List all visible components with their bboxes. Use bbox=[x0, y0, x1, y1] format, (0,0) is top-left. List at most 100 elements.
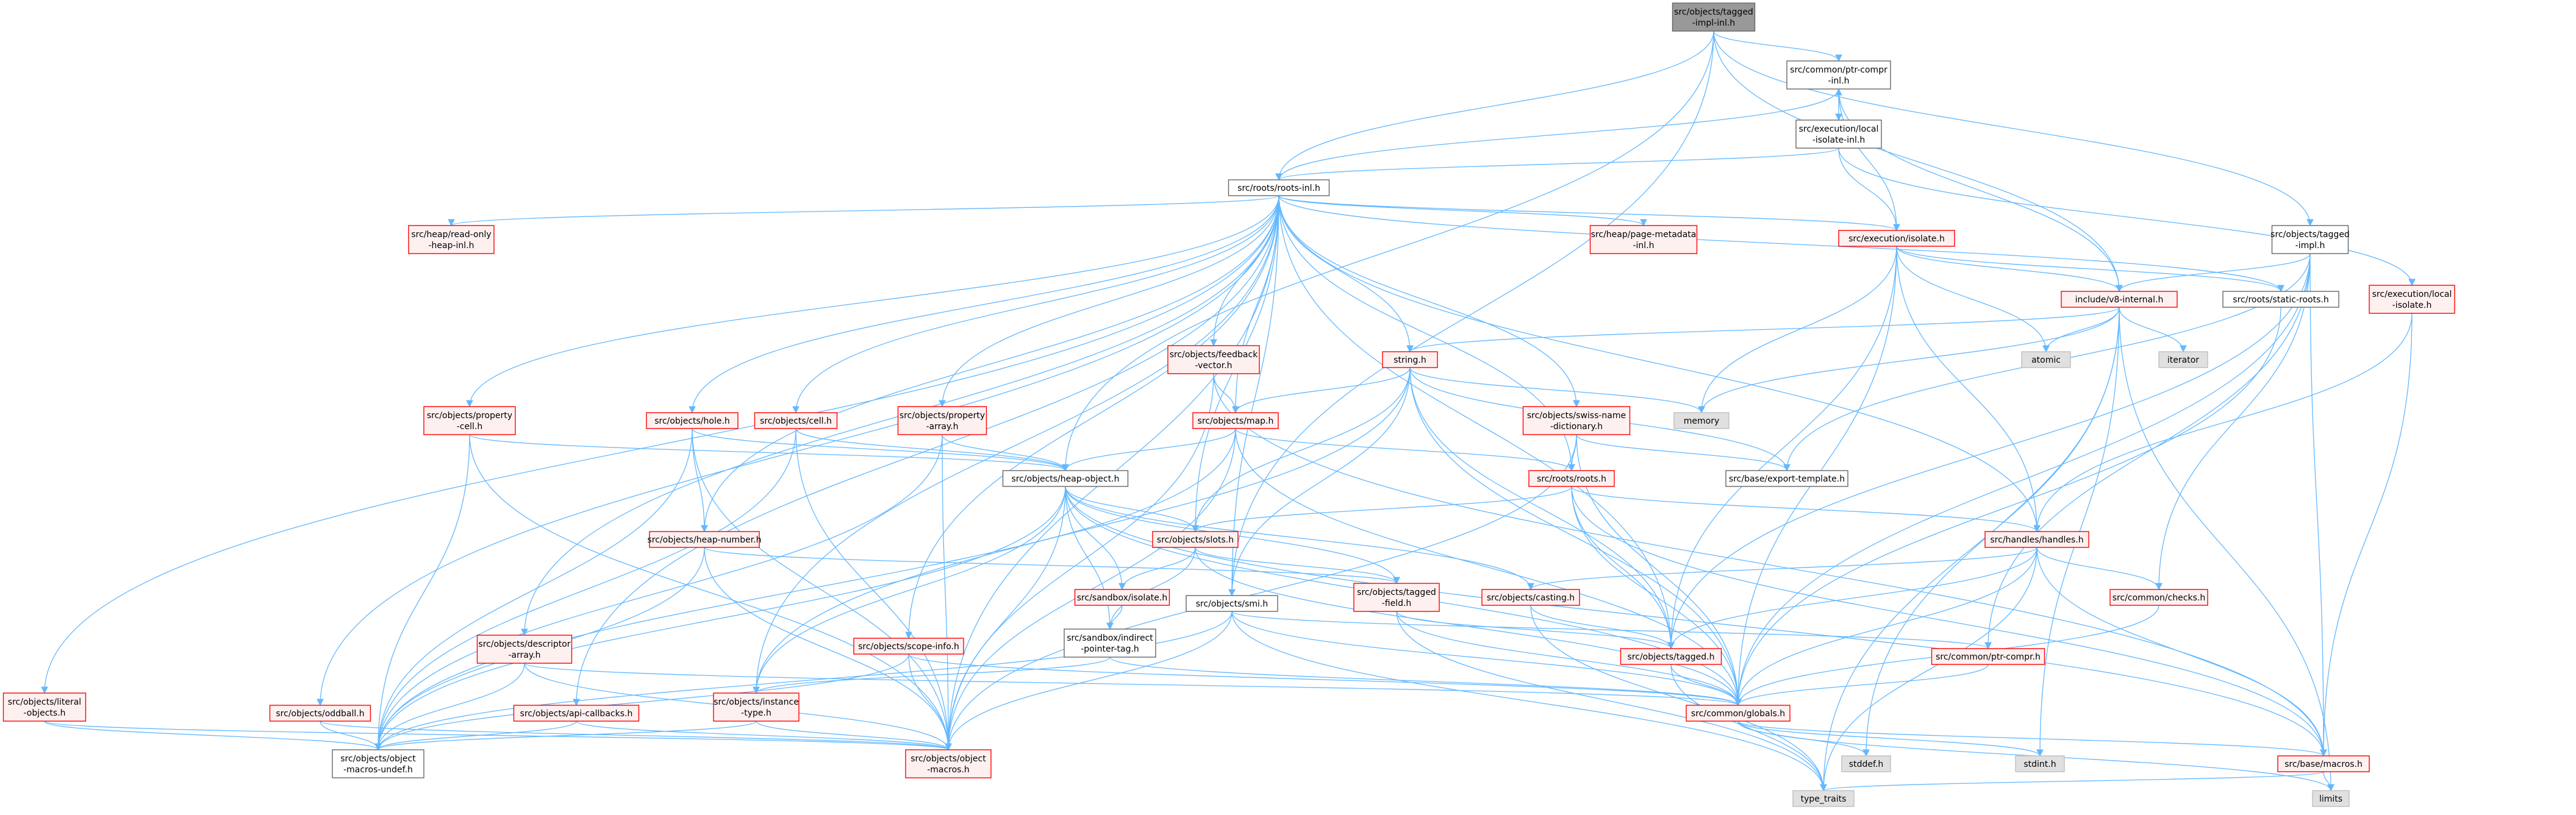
node-exec-local-isolate[interactable]: src/execution/local-isolate.h bbox=[2369, 285, 2455, 314]
node-string-h[interactable]: string.h bbox=[1382, 351, 1438, 368]
node-label: -macros-undef.h bbox=[343, 765, 413, 775]
node-slots[interactable]: src/objects/slots.h bbox=[1152, 531, 1239, 548]
node-memory[interactable]: memory bbox=[1673, 412, 1730, 429]
node-scope-info[interactable]: src/objects/scope-info.h bbox=[853, 638, 964, 655]
node-box bbox=[1786, 60, 1891, 90]
node-label: iterator bbox=[2167, 355, 2199, 365]
edge-heap_number-to-tagged_field bbox=[704, 547, 1400, 585]
node-label: src/objects/casting.h bbox=[1487, 593, 1575, 603]
node-tagged-field[interactable]: src/objects/tagged-field.h bbox=[1353, 583, 1440, 612]
node-exec-local-isolate-inl[interactable]: src/execution/local-isolate-inl.h bbox=[1795, 119, 1882, 149]
node-map[interactable]: src/objects/map.h bbox=[1192, 412, 1279, 429]
node-execution-isolate[interactable]: src/execution/isolate.h bbox=[1838, 230, 1955, 247]
node-label: src/objects/property bbox=[427, 411, 512, 421]
edge-roots_inl-to-smi bbox=[1228, 195, 1279, 597]
node-label: atomic bbox=[2031, 355, 2061, 365]
edge-slots-to-tagged_field bbox=[1195, 547, 1400, 585]
edge-map-to-heap_object bbox=[1062, 428, 1236, 472]
node-object-macros-undef[interactable]: src/objects/object-macros-undef.h bbox=[332, 749, 424, 778]
node-read-only-heap-inl[interactable]: src/heap/read-only-heap-inl.h bbox=[408, 225, 495, 254]
node-roots-h[interactable]: src/roots/roots.h bbox=[1528, 470, 1615, 487]
node-label: -impl.h bbox=[2295, 241, 2325, 251]
node-box bbox=[1064, 628, 1156, 658]
node-box bbox=[1838, 230, 1955, 247]
node-property-cell[interactable]: src/objects/property-cell.h bbox=[423, 406, 516, 435]
node-box bbox=[2158, 351, 2208, 368]
node-label: src/objects/instance bbox=[714, 697, 799, 707]
node-label: src/common/checks.h bbox=[2113, 593, 2205, 603]
node-export-template[interactable]: src/base/export-template.h bbox=[1725, 470, 1848, 487]
node-stddef[interactable]: stddef.h bbox=[1841, 755, 1891, 772]
node-label: src/objects/hole.h bbox=[654, 416, 730, 426]
edge-smi-to-type_traits bbox=[1231, 611, 1827, 792]
node-heap-object[interactable]: src/objects/heap-object.h bbox=[1002, 470, 1129, 487]
node-label: src/objects/oddball.h bbox=[276, 709, 364, 719]
edge-hole-to-heap_number bbox=[692, 428, 708, 533]
node-ptr-compr[interactable]: src/common/ptr-compr.h bbox=[1931, 648, 2045, 665]
edge-slots-to-indirect_pointer_tag bbox=[1106, 547, 1196, 630]
node-stdint[interactable]: stdint.h bbox=[2015, 755, 2065, 772]
node-box bbox=[2015, 755, 2065, 772]
edge-heap_object-to-slots bbox=[1065, 486, 1199, 533]
edge-handles-to-globals bbox=[1734, 547, 2038, 706]
edge-api_callbacks-to-object_macros bbox=[576, 721, 952, 751]
node-ptr-compr-inl[interactable]: src/common/ptr-compr-inl.h bbox=[1786, 60, 1891, 90]
edge-exec_local_isolate_inl-to-execution_isolate bbox=[1838, 148, 1900, 232]
node-hole[interactable]: src/objects/hole.h bbox=[646, 412, 739, 429]
node-type-traits[interactable]: type_traits bbox=[1792, 790, 1855, 807]
edge-root-to-roots_inl bbox=[1275, 30, 1714, 181]
node-label: src/common/ptr-compr bbox=[1790, 65, 1887, 75]
edge-roots_inl-to-hole bbox=[689, 195, 1279, 414]
node-label: src/heap/page-metadata bbox=[1591, 230, 1697, 240]
node-descriptor-array[interactable]: src/objects/descriptor-array.h bbox=[476, 635, 573, 664]
node-literal-objects[interactable]: src/objects/literal-objects.h bbox=[2, 692, 87, 722]
node-box bbox=[1984, 531, 2089, 548]
node-box bbox=[2109, 589, 2208, 606]
node-static-roots[interactable]: src/roots/static-roots.h bbox=[2222, 291, 2339, 308]
node-casting[interactable]: src/objects/casting.h bbox=[1481, 589, 1580, 606]
node-roots-inl[interactable]: src/roots/roots-inl.h bbox=[1228, 179, 1330, 196]
edge-oddball-to-object_macros_undef bbox=[320, 721, 382, 751]
edge-tagged_field-to-type_traits bbox=[1396, 611, 1827, 792]
node-label: -macros.h bbox=[927, 765, 970, 775]
edge-smi-to-object_macros_undef bbox=[374, 611, 1233, 751]
node-objects-tagged[interactable]: src/objects/tagged.h bbox=[1620, 648, 1722, 665]
node-v8-internal[interactable]: include/v8-internal.h bbox=[2061, 291, 2178, 308]
node-indirect-pointer-tag[interactable]: src/sandbox/indirect-pointer-tag.h bbox=[1064, 628, 1156, 658]
node-cell[interactable]: src/objects/cell.h bbox=[754, 412, 838, 429]
node-sandbox-isolate[interactable]: src/sandbox/isolate.h bbox=[1074, 589, 1170, 606]
node-label: -impl-inl.h bbox=[1692, 18, 1735, 28]
node-handles[interactable]: src/handles/handles.h bbox=[1984, 531, 2089, 548]
node-label: src/objects/tagged bbox=[1674, 7, 1753, 17]
node-box bbox=[1620, 648, 1722, 665]
edge-literal_objects-to-object_macros_undef bbox=[44, 721, 382, 751]
node-swiss-name-dict[interactable]: src/objects/swiss-name-dictionary.h bbox=[1522, 406, 1631, 435]
edge-roots_inl-to-page_metadata_inl bbox=[1278, 195, 1647, 227]
edge-roots_inl-to-property_array bbox=[939, 195, 1279, 408]
node-checks[interactable]: src/common/checks.h bbox=[2109, 589, 2208, 606]
edge-base_macros-to-limits bbox=[2323, 771, 2334, 792]
node-limits[interactable]: limits bbox=[2312, 790, 2350, 807]
node-globals[interactable]: src/common/globals.h bbox=[1686, 705, 1791, 722]
node-base-macros[interactable]: src/base/macros.h bbox=[2277, 755, 2370, 772]
node-box bbox=[1795, 119, 1882, 149]
node-heap-number[interactable]: src/objects/heap-number.h bbox=[648, 531, 762, 548]
node-page-metadata-inl[interactable]: src/heap/page-metadata-inl.h bbox=[1589, 225, 1698, 254]
node-iterator[interactable]: iterator bbox=[2158, 351, 2208, 368]
node-object-macros[interactable]: src/objects/object-macros.h bbox=[905, 749, 992, 778]
node-atomic[interactable]: atomic bbox=[2021, 351, 2071, 368]
node-root[interactable]: src/objects/tagged-impl-inl.h bbox=[1672, 2, 1756, 32]
node-property-array[interactable]: src/objects/property-array.h bbox=[897, 406, 987, 435]
node-smi[interactable]: src/objects/smi.h bbox=[1186, 595, 1278, 612]
node-feedback-vector[interactable]: src/objects/feedback-vector.h bbox=[1167, 345, 1260, 374]
node-instance-type[interactable]: src/objects/instance-type.h bbox=[713, 692, 800, 722]
edge-tagged_impl-to-ptr_compr bbox=[1984, 253, 2311, 650]
node-label: src/objects/heap-object.h bbox=[1011, 474, 1119, 484]
node-label: src/objects/descriptor bbox=[478, 639, 570, 649]
node-label: src/execution/local bbox=[1799, 124, 1879, 134]
node-api-callbacks[interactable]: src/objects/api-callbacks.h bbox=[513, 705, 640, 722]
edge-property_cell-to-object_macros bbox=[469, 434, 952, 751]
node-oddball[interactable]: src/objects/oddball.h bbox=[269, 705, 371, 722]
node-tagged-impl[interactable]: src/objects/tagged-impl.h bbox=[2270, 225, 2350, 254]
